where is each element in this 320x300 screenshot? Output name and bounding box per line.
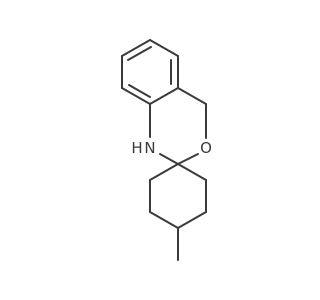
bond-spiro-to-nitrogen [159,153,179,165]
oxazine-ring [149,87,207,165]
bond [177,211,207,229]
bond [121,87,151,105]
structure-diagram: H N O [121,39,212,261]
bond [149,39,179,57]
bond [177,163,207,181]
benzene-ring [121,39,179,105]
cyclohexane-ring [149,163,207,229]
bond-oxygen-to-spiro [177,153,199,165]
bond [121,39,151,57]
bond [149,87,179,105]
oxygen-label: O [200,139,212,157]
bond-ring-to-ch2 [177,87,207,105]
nitrogen-label: N [144,139,155,157]
double-bond-inner [128,84,151,98]
bond [149,163,179,181]
nitrogen-hydrogen-label: H [131,139,142,157]
bond [149,211,179,229]
double-bond-inner [127,46,152,61]
